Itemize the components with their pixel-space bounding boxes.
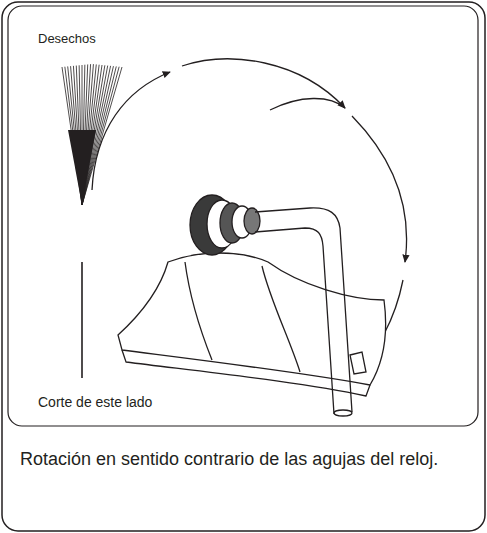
trimmer-head xyxy=(190,195,260,255)
trimmer-guard xyxy=(118,253,386,396)
cut-side-line xyxy=(81,262,83,378)
debris-dense xyxy=(68,130,96,205)
trimmer-shaft xyxy=(255,208,352,416)
part-label: Desechos xyxy=(38,31,96,47)
part-label: Corte de este lado xyxy=(38,394,152,411)
caption: Rotación en sentido contrario de las agu… xyxy=(20,448,468,471)
illustration-frame xyxy=(8,6,478,426)
